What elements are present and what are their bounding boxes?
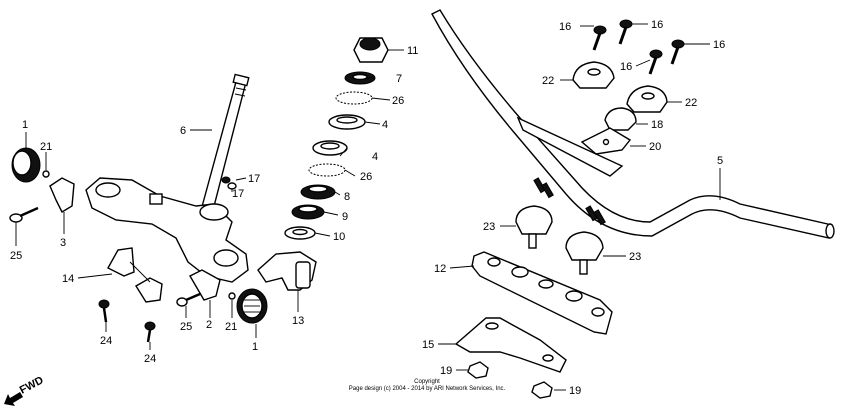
callout-22-b: 22 bbox=[685, 97, 697, 109]
callout-1-left: 1 bbox=[22, 119, 28, 131]
reflector-bracket-3 bbox=[49, 177, 75, 213]
callout-18: 18 bbox=[651, 119, 663, 131]
dust-seal-9 bbox=[291, 204, 325, 220]
bolt-16-a bbox=[592, 25, 607, 51]
callout-12: 12 bbox=[434, 263, 446, 275]
callout-7: 7 bbox=[396, 73, 402, 85]
balls-26-a bbox=[335, 91, 373, 105]
callout-14: 14 bbox=[62, 273, 74, 285]
bolt-25-left bbox=[9, 206, 39, 223]
callout-8: 8 bbox=[344, 191, 350, 203]
reflector-1-left bbox=[11, 147, 41, 183]
callout-2: 2 bbox=[206, 319, 212, 331]
reflector-bracket-2 bbox=[189, 269, 221, 301]
fwd-arrow-icon bbox=[4, 392, 23, 406]
callout-21-right: 21 bbox=[225, 321, 237, 333]
balls-26-b bbox=[308, 163, 346, 177]
handlebar-upper-holder-right bbox=[626, 85, 668, 113]
callout-4-b: 4 bbox=[372, 151, 378, 163]
top-bridge-12 bbox=[471, 251, 613, 335]
nut-19-a bbox=[467, 361, 489, 379]
bolt-17 bbox=[221, 176, 237, 190]
bottom-bridge bbox=[85, 177, 249, 283]
bracket-15 bbox=[454, 317, 567, 373]
callout-20: 20 bbox=[649, 141, 661, 153]
fwd-indicator: FWD bbox=[4, 374, 46, 406]
callout-26-b: 26 bbox=[360, 171, 372, 183]
plate-20 bbox=[580, 127, 632, 155]
race-8 bbox=[300, 184, 336, 200]
reflector-1-right bbox=[236, 288, 268, 324]
callout-19-b: 19 bbox=[569, 385, 581, 397]
callout-5: 5 bbox=[717, 155, 723, 167]
leader-lines bbox=[15, 23, 721, 391]
bolt-24-a bbox=[98, 299, 110, 323]
bolt-24-b bbox=[144, 321, 156, 343]
lower-holder-right bbox=[565, 231, 604, 275]
callout-26-a: 26 bbox=[392, 95, 404, 107]
callout-3: 3 bbox=[60, 237, 66, 249]
cap-18 bbox=[604, 107, 637, 131]
copyright-line-1: Copyright bbox=[414, 379, 440, 385]
callout-labels: 1 21 3 25 6 17 17 14 24 24 25 2 21 1 13 … bbox=[10, 19, 725, 397]
callout-21-left: 21 bbox=[40, 141, 52, 153]
callout-16-b: 16 bbox=[651, 19, 663, 31]
callout-1-right: 1 bbox=[252, 341, 258, 353]
cable-guide-13 bbox=[257, 251, 317, 291]
bracket-14 bbox=[107, 247, 163, 303]
callout-4-a: 4 bbox=[382, 119, 388, 131]
callout-25-right: 25 bbox=[180, 321, 192, 333]
race-4-b bbox=[312, 140, 348, 156]
copyright: Copyright Page design (c) 2004 - 2014 by… bbox=[349, 379, 506, 392]
callout-13: 13 bbox=[292, 315, 304, 327]
callout-19-a: 19 bbox=[440, 365, 452, 377]
nut-21-right bbox=[228, 292, 236, 300]
nut-21-left bbox=[42, 170, 50, 178]
callout-22-a: 22 bbox=[542, 75, 554, 87]
washer-10 bbox=[284, 226, 316, 240]
callout-16-a: 16 bbox=[559, 21, 571, 33]
callout-16-c: 16 bbox=[620, 61, 632, 73]
callout-9: 9 bbox=[342, 211, 348, 223]
callout-15: 15 bbox=[422, 339, 434, 351]
callout-24-a: 24 bbox=[100, 335, 112, 347]
callout-16-d: 16 bbox=[713, 39, 725, 51]
copyright-line-2: Page design (c) 2004 - 2014 by ARI Netwo… bbox=[349, 386, 506, 392]
bolt-25-right bbox=[176, 292, 201, 307]
callout-24-b: 24 bbox=[144, 353, 156, 365]
lower-holder-left bbox=[515, 205, 553, 249]
handlebar-upper-holder-left bbox=[572, 61, 615, 89]
callout-17-b: 17 bbox=[232, 188, 244, 200]
bolt-16-c bbox=[648, 49, 663, 75]
fwd-label: FWD bbox=[18, 374, 46, 396]
nut-19-b bbox=[531, 381, 553, 399]
bolt-16-b bbox=[618, 19, 633, 45]
callout-17-a: 17 bbox=[248, 173, 260, 185]
bolt-16-d bbox=[670, 39, 685, 65]
handlebar bbox=[431, 9, 835, 239]
callout-10: 10 bbox=[333, 231, 345, 243]
callout-25-left: 25 bbox=[10, 250, 22, 262]
callout-11: 11 bbox=[407, 45, 418, 57]
callout-23-b: 23 bbox=[629, 251, 641, 263]
callout-23-a: 23 bbox=[483, 221, 495, 233]
stem-nut-11 bbox=[353, 37, 389, 63]
callout-6: 6 bbox=[180, 125, 186, 137]
race-4-a bbox=[328, 114, 366, 130]
